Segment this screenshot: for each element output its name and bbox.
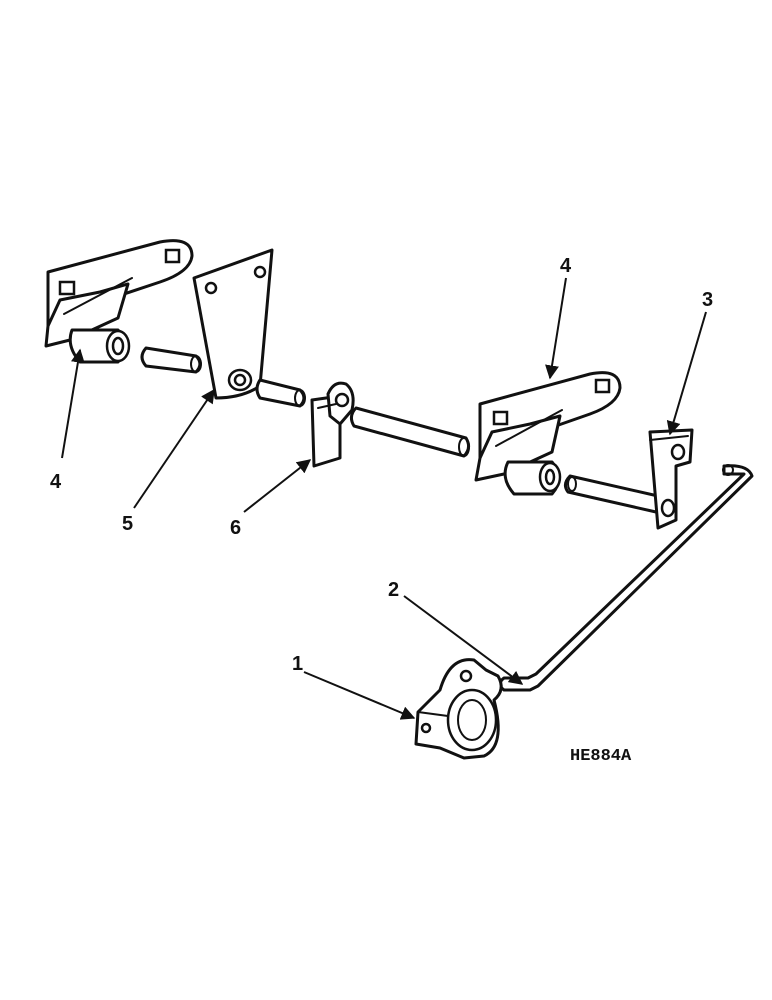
pin-middle — [255, 378, 306, 408]
leader-2 — [403, 595, 524, 685]
left-bracket-part-4 — [44, 239, 194, 364]
leader-1 — [303, 671, 416, 720]
plate-part-5 — [192, 248, 274, 400]
leader-3 — [666, 311, 707, 436]
lever-arm-part-3 — [648, 428, 694, 530]
leader-4-left — [61, 348, 85, 459]
leader-4-right — [545, 277, 567, 380]
short-shaft-right — [563, 474, 663, 514]
callout-5: 5 — [122, 513, 133, 535]
long-shaft — [349, 406, 471, 458]
callout-3: 3 — [702, 289, 713, 311]
leader-5 — [133, 388, 215, 509]
callout-4-right: 4 — [560, 255, 572, 277]
callout-4-left: 4 — [50, 471, 62, 493]
pin-left — [140, 346, 202, 374]
callout-6: 6 — [230, 517, 241, 539]
right-bracket-part-4 — [474, 371, 622, 496]
collar-part-1 — [414, 658, 503, 760]
callout-2: 2 — [388, 579, 399, 601]
callout-1: 1 — [292, 653, 303, 675]
callout-leaders — [61, 277, 707, 720]
figure-code: HE884A — [570, 747, 632, 766]
clevis-part-6 — [310, 381, 355, 468]
leader-6 — [243, 459, 312, 513]
